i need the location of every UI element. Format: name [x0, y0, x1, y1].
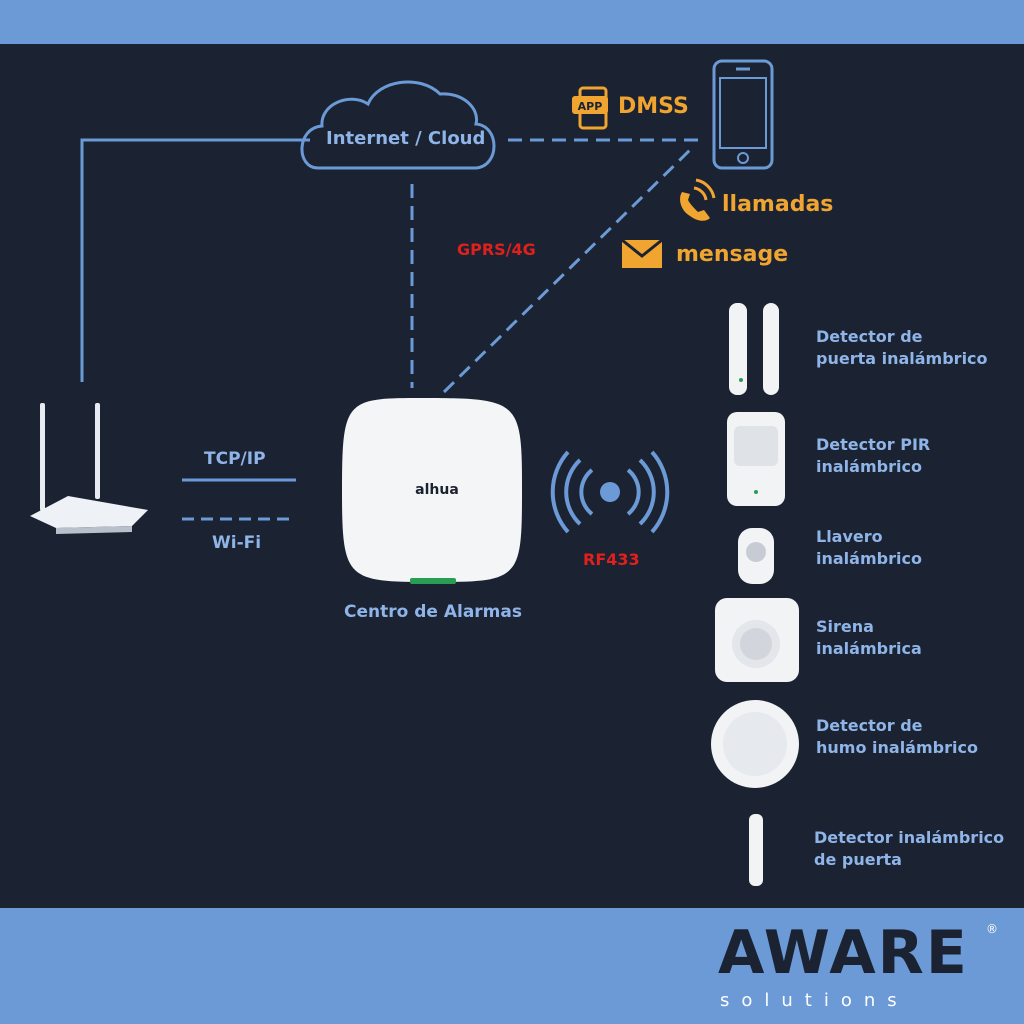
gprs-link	[442, 146, 694, 394]
smartphone-icon	[712, 59, 774, 170]
app-badge-icon	[572, 86, 608, 130]
siren-device	[715, 598, 799, 682]
aware-logo: AWARE ® solutions	[718, 918, 998, 1018]
device-label: Detector de humo inalámbrico	[816, 715, 978, 759]
smoke-detector-device	[711, 700, 799, 788]
device-label-line2: inalámbrico	[816, 549, 922, 568]
device-label-line2: inalámbrico	[816, 457, 922, 476]
device-label-line1: Detector de	[816, 327, 923, 346]
bottom-band	[0, 908, 1024, 1024]
device-label-line2: de puerta	[814, 850, 902, 869]
device-label-line1: Detector inalámbrico	[814, 828, 1005, 847]
calls-label: llamadas	[722, 192, 834, 217]
slim-door-sensor-device	[749, 814, 763, 886]
gprs-label: GPRS/4G	[457, 240, 536, 259]
device-label-line1: Detector de	[816, 716, 923, 735]
device-label-line2: puerta inalámbrico	[816, 349, 988, 368]
device-label-line1: Detector PIR	[816, 435, 931, 454]
messages-label: mensage	[676, 242, 789, 267]
pir-detector-device	[727, 412, 785, 506]
hub-label: Centro de Alarmas	[344, 602, 522, 622]
phone-call-icon	[680, 178, 716, 221]
device-label-line2: humo inalámbrico	[816, 738, 978, 757]
aware-logo-subtitle: solutions	[720, 990, 909, 1011]
rf-label: RF433	[583, 550, 640, 569]
router-cloud-line	[80, 138, 310, 382]
rf-signal-icon	[550, 450, 670, 534]
device-label: Detector de puerta inalámbrico	[816, 326, 988, 370]
envelope-icon	[621, 238, 663, 268]
key-fob-device	[738, 528, 774, 584]
device-label: Sirena inalámbrica	[816, 616, 922, 660]
tcpip-label: TCP/IP	[204, 449, 266, 469]
app-label: DMSS	[618, 94, 689, 119]
cloud-icon	[300, 80, 496, 170]
top-band	[0, 0, 1024, 44]
cloud-label: Internet / Cloud	[326, 128, 486, 149]
device-label: Detector inalámbrico de puerta	[814, 827, 1004, 871]
registered-mark: ®	[986, 922, 998, 936]
app-badge-text: APP	[578, 100, 603, 113]
hub-brand-text: alhua	[415, 482, 459, 498]
alarm-hub-icon	[342, 398, 522, 584]
door-sensor-device	[729, 303, 779, 395]
device-label: Llavero inalámbrico	[816, 526, 922, 570]
device-label: Detector PIR inalámbrico	[816, 434, 930, 478]
aware-logo-word: AWARE	[718, 918, 969, 988]
wifi-label: Wi-Fi	[212, 533, 262, 553]
device-label-line1: Llavero	[816, 527, 883, 546]
device-label-line2: inalámbrica	[816, 639, 922, 658]
device-label-line1: Sirena	[816, 617, 874, 636]
router-icon	[30, 403, 148, 534]
